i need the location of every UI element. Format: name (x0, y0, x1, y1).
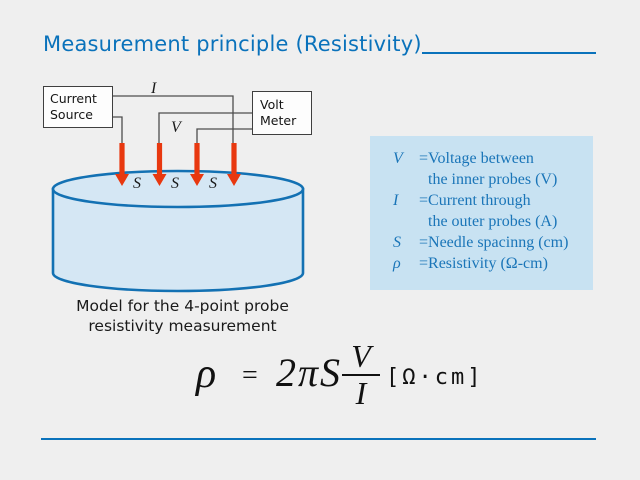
legend-text-voltage: =Voltage between (419, 150, 534, 167)
legend-text-current-cont: the outer probes (A) (428, 213, 558, 230)
formula-coefficient: 2πS (276, 350, 343, 395)
volt-meter-box: Volt Meter (252, 91, 312, 135)
legend-text-resistivity: =Resistivity (Ω-cm) (419, 255, 548, 272)
legend-text-current: =Current through (419, 192, 531, 209)
current-symbol-label: I (151, 80, 157, 97)
legend-text-spacing: =Needle spacinng (cm) (419, 234, 569, 251)
probe-arrow-2 (152, 143, 167, 186)
spacing-label-1: S (133, 175, 141, 192)
diagram-caption-line2: resistivity measurement (88, 317, 277, 335)
legend-row-voltage: V =Voltage between (393, 148, 593, 169)
spacing-label-2: S (171, 175, 179, 192)
probe-arrow-4 (227, 143, 241, 186)
wire-volt-probe2 (158, 112, 252, 143)
wire-volt-probe3 (196, 128, 252, 143)
legend-row-resistivity: ρ =Resistivity (Ω-cm) (393, 253, 593, 274)
probe-arrow-1 (115, 143, 129, 186)
legend-row-voltage-cont: the inner probes (V) (393, 169, 593, 190)
current-source-box: Current Source (43, 86, 113, 128)
footer-rule (41, 438, 596, 440)
current-source-label-line1: Current (50, 91, 97, 106)
sample-cylinder-body (51, 187, 305, 293)
formula-fraction-bar (342, 374, 380, 376)
volt-meter-label-line2: Meter (260, 113, 297, 128)
diagram-caption-line1: Model for the 4-point probe (76, 297, 289, 315)
sample-cylinder-top (51, 169, 305, 209)
formula-unit: [Ω·cm] (386, 365, 484, 390)
voltage-symbol-label: V (171, 119, 181, 136)
legend-row-spacing: S =Needle spacinng (cm) (393, 232, 593, 253)
formula-numerator: V (351, 338, 371, 374)
formula-equals: = (242, 360, 258, 391)
legend-symbol-rho: ρ (393, 255, 401, 272)
volt-meter-label-line1: Volt (260, 97, 284, 112)
formula-fraction: V I (340, 340, 382, 410)
current-source-label-line2: Source (50, 107, 93, 122)
spacing-label-3: S (209, 175, 217, 192)
diagram-caption: Model for the 4-point probe resistivity … (40, 296, 325, 336)
formula-rho: ρ (196, 351, 217, 397)
legend-symbol-i: I (393, 192, 399, 209)
legend-row-current-cont: the outer probes (A) (393, 211, 593, 232)
legend-row-current: I =Current through (393, 190, 593, 211)
probe-arrow-3 (190, 143, 204, 186)
legend-text-voltage-cont: the inner probes (V) (428, 171, 558, 188)
legend-symbol-v: V (393, 150, 403, 167)
formula-denominator: I (355, 375, 367, 411)
legend-symbol-s: S (393, 234, 401, 251)
page-title: Measurement principle (Resistivity) (43, 32, 422, 56)
wire-current-probe1 (113, 116, 123, 143)
wire-current-loop (113, 95, 234, 143)
legend-panel: V =Voltage between the inner probes (V) I… (370, 136, 593, 290)
title-rule (422, 52, 596, 54)
